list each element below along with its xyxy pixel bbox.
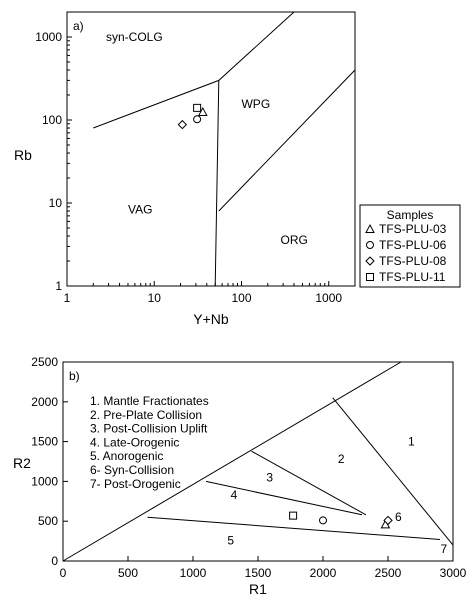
panel-b-field-boundary (147, 516, 441, 540)
panel-a-point-diamond (177, 119, 188, 130)
panel-b-xtick-label: 2000 (310, 566, 337, 580)
panel-b-ytick-label: 500 (38, 514, 58, 528)
legend-marker-square (366, 273, 374, 281)
panel-b-xtick-label: 500 (118, 566, 138, 580)
panel-a-ytick-label: 100 (42, 113, 62, 127)
panel-b-field-legend-item: 7- Post-Orogenic (90, 477, 181, 491)
legend-marker-circle (366, 241, 374, 249)
legend-label: TFS-PLU-06 (379, 238, 447, 252)
panel-b-region-label: 7 (441, 542, 448, 556)
panel-b-region-label: 4 (231, 488, 238, 502)
panel-a-region-label: VAG (128, 202, 152, 216)
panel-a-xtick-label: 1000 (315, 291, 342, 305)
legend-label: TFS-PLU-11 (379, 270, 446, 284)
panel-a-region-label: WPG (241, 97, 270, 111)
panel-b-field-legend-item: 4. Late-Orogenic (90, 435, 179, 449)
panel-b-region-labels: 1 2 3 4 5 6 7 (227, 435, 447, 556)
panel-a-point-circle (193, 115, 202, 124)
panel-b-ytick-label: 2000 (31, 395, 58, 409)
panel-a-region-label: syn-COLG (106, 30, 163, 44)
panel-b-ytick-label: 1500 (31, 435, 58, 449)
panel-b-ytick-label: 0 (51, 554, 58, 568)
panel-b-point-circle (319, 516, 327, 525)
panel-b-field-boundary (251, 450, 367, 516)
legend-label: TFS-PLU-03 (379, 222, 447, 236)
panel-b-field-legend-item: 2. Pre-Plate Collision (90, 408, 202, 422)
panel-b-xtick-label: 1500 (245, 566, 272, 580)
legend-box (359, 204, 461, 288)
panel-b-field-boundary (332, 397, 454, 546)
panel-a-field-lines (93, 11, 356, 287)
panel-b-field-boundary (62, 361, 402, 562)
panel-a-ytick-label: 1000 (35, 30, 62, 44)
panel-a-ytick-label: 10 (49, 196, 63, 210)
panel-b-xtick-label: 2500 (375, 566, 402, 580)
panel-a-xtick-label: 10 (148, 291, 162, 305)
panel-a-frame (66, 11, 356, 287)
legend-title: Samples (387, 208, 434, 222)
panel-b-xtick-label: 1000 (180, 566, 207, 580)
panel-b-xtick-label: 3000 (440, 566, 467, 580)
panel-b-point-square (289, 511, 298, 520)
panel-a-points (177, 103, 208, 130)
panel-b-region-label: 2 (338, 452, 345, 466)
panel-b-field-lines (62, 361, 454, 562)
panel-b-points (289, 511, 393, 529)
legend-marker-diamond (365, 256, 375, 266)
panel-b-field-legend-item: 5. Anorogenic (90, 449, 163, 463)
panel-a-region-labels: syn-COLG WPG VAG ORG (106, 30, 308, 247)
panel-b-field-legend-item: 3. Post-Collision Uplift (90, 422, 208, 436)
panel-b-region-label: 5 (227, 533, 234, 547)
panel-b-field-legend-item: 1. Mantle Fractionates (90, 394, 209, 408)
panel-b-label: b) (69, 369, 80, 383)
legend-marker-triangle (365, 223, 375, 233)
panel-a-ytick-label: 1 (55, 279, 62, 293)
panel-a-region-label: ORG (281, 233, 308, 247)
panel-a-xlabel: Y+Nb (193, 311, 229, 327)
panel-b-region-label: 6 (395, 510, 402, 524)
panel-a-field-boundary (218, 69, 356, 212)
panel-b-region-label: 3 (266, 470, 273, 484)
panel-b-xlabel: R1 (249, 581, 267, 597)
panel-a-field-boundary (214, 80, 220, 287)
panel-a-ticks: 1 10 100 1000 1 10 100 1000 (35, 30, 342, 305)
panel-b-region-label: 1 (408, 435, 415, 449)
panel-b-ytick-label: 1000 (31, 474, 58, 488)
panel-a-label: a) (73, 19, 84, 33)
panel-b-field-boundary (205, 480, 363, 516)
panel-b-ytick-label: 2500 (31, 355, 58, 369)
panel-a-point-square (193, 103, 202, 112)
panel-a-xtick-label: 1 (64, 291, 71, 305)
panel-b-field-legend-item: 6- Syn-Collision (90, 463, 174, 477)
panel-a-xtick-label: 100 (231, 291, 251, 305)
panel-b-xtick-label: 0 (60, 566, 67, 580)
panel-b-ylabel: R2 (13, 455, 31, 471)
panel-b-ticks: 0 500 1000 1500 2000 2500 3000 0 500 1000 1500 2000… (31, 355, 466, 580)
panel-a-ylabel: Rb (14, 147, 32, 163)
legend-label: TFS-PLU-08 (379, 254, 447, 268)
panel-b-point-diamond (383, 515, 393, 526)
